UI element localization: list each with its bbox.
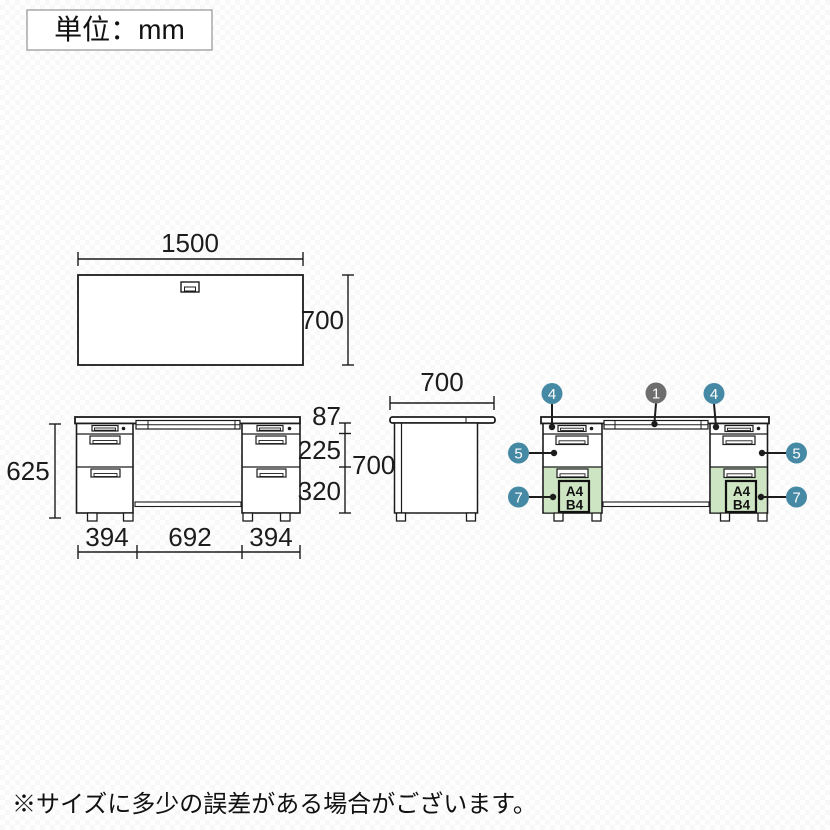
callout-1-circle xyxy=(645,382,667,404)
unit-box-frame xyxy=(26,9,213,51)
callout-4-left-number: 4 xyxy=(548,386,556,403)
drawer-handle-inner xyxy=(94,427,116,431)
drawer-handle xyxy=(89,435,121,445)
keyhole-dot xyxy=(287,426,292,431)
callout-4-left-circle xyxy=(541,383,563,404)
top-view: 1500 700 xyxy=(77,228,354,366)
foot xyxy=(86,512,98,522)
keyhole-dot xyxy=(589,426,594,431)
drawer-handle-inner xyxy=(259,427,281,431)
keyhole-dot xyxy=(756,426,761,431)
callout-5-right-circle xyxy=(786,442,807,464)
leader-dot xyxy=(548,423,556,431)
paper-size-a4: A4 xyxy=(566,484,584,499)
callout-1-number: 1 xyxy=(652,386,660,403)
drawer-handle xyxy=(256,468,287,478)
drawer-handle-inner xyxy=(259,473,284,477)
paper-size-box xyxy=(557,479,591,514)
drawer-handle-inner xyxy=(726,473,753,478)
leader-dot xyxy=(549,493,557,501)
drawer-handle-inner xyxy=(558,440,586,445)
overall-height-label: 700 xyxy=(352,450,395,480)
callout-5-right-number: 5 xyxy=(792,446,800,463)
callout-leaders xyxy=(529,403,786,498)
foot xyxy=(591,512,602,522)
callout-7-right-number: 7 xyxy=(792,490,800,507)
side-view: 700 xyxy=(389,367,496,522)
drawer-handle xyxy=(90,468,121,478)
modesty-rail xyxy=(602,501,710,508)
leader-dot xyxy=(550,449,558,457)
side-depth-label: 700 xyxy=(420,367,463,397)
callout-5-left-number: 5 xyxy=(514,446,522,463)
drawer-handle xyxy=(556,468,589,479)
drawer-handle-inner xyxy=(560,427,584,431)
drawer-handle-inner xyxy=(725,440,753,445)
foot xyxy=(553,512,564,522)
paper-size-a4: A4 xyxy=(733,484,751,499)
drawer-handle-inner xyxy=(559,473,586,478)
drawer-handle-inner xyxy=(258,440,284,444)
drawer-handle xyxy=(555,435,589,446)
drawer-handle xyxy=(255,435,287,445)
callout-4-right-circle xyxy=(703,383,725,404)
drawer-handle-inner xyxy=(93,473,118,477)
leader-dot xyxy=(651,420,658,428)
drawer-handle xyxy=(722,435,756,446)
foot xyxy=(242,512,254,522)
modesty-rail xyxy=(134,501,242,508)
top-view-depth-label: 700 xyxy=(301,305,344,335)
left-pedestal-width-label: 394 xyxy=(85,522,128,552)
foot xyxy=(122,512,134,522)
bottom-drawer-height-label: 320 xyxy=(298,476,341,506)
callout-view: A4 B4 A4 B4 xyxy=(508,382,807,522)
drawer-handle-inner xyxy=(727,427,751,431)
paper-size-box xyxy=(724,479,758,514)
leader-dot xyxy=(757,493,765,501)
leader-line xyxy=(653,403,657,423)
front-left-pedestal xyxy=(75,422,134,522)
drawer-handle xyxy=(723,468,756,479)
foot xyxy=(719,512,731,522)
callout-7-left-circle xyxy=(508,486,529,508)
callout-right-pedestal: A4 B4 xyxy=(709,422,769,522)
callout-7-left-number: 7 xyxy=(514,490,522,507)
top-view-width-label: 1500 xyxy=(161,228,219,258)
keyhole-dot xyxy=(121,426,126,431)
foot xyxy=(757,512,768,522)
callout-7-right-circle xyxy=(786,486,807,508)
knee-space-width-label: 692 xyxy=(168,522,211,552)
leader-line xyxy=(713,403,717,427)
callout-4-right-number: 4 xyxy=(710,386,718,403)
right-pedestal-width-label: 394 xyxy=(249,522,292,552)
apron-height-label: 87 xyxy=(312,401,341,431)
leader-dot xyxy=(758,449,766,457)
foot xyxy=(279,512,291,522)
pedestal-height-label: 625 xyxy=(6,456,49,486)
front-right-pedestal xyxy=(241,422,301,522)
callout-5-left-circle xyxy=(508,442,529,464)
unit-box: 単位：mm xyxy=(26,9,213,51)
upper-drawers-height-label: 225 xyxy=(298,435,341,465)
side-panel xyxy=(393,422,479,514)
paper-size-b4: B4 xyxy=(566,498,584,513)
footnote-text: ※サイズに多少の誤差がある場合がございます。 xyxy=(12,790,537,818)
foot xyxy=(395,512,407,522)
paper-size-b4: B4 xyxy=(733,498,751,513)
front-view: 625 87 225 320 700 394 692 394 xyxy=(6,401,395,559)
foot xyxy=(465,512,477,522)
cable-grommet-inner xyxy=(184,286,196,292)
drawer-handle-inner xyxy=(92,440,118,444)
leader-dot xyxy=(712,423,720,431)
unit-box-label: 単位：mm xyxy=(54,14,185,45)
desktop-side xyxy=(389,416,496,424)
pedestal-body xyxy=(75,422,134,514)
callout-left-pedestal: A4 B4 xyxy=(542,422,603,522)
